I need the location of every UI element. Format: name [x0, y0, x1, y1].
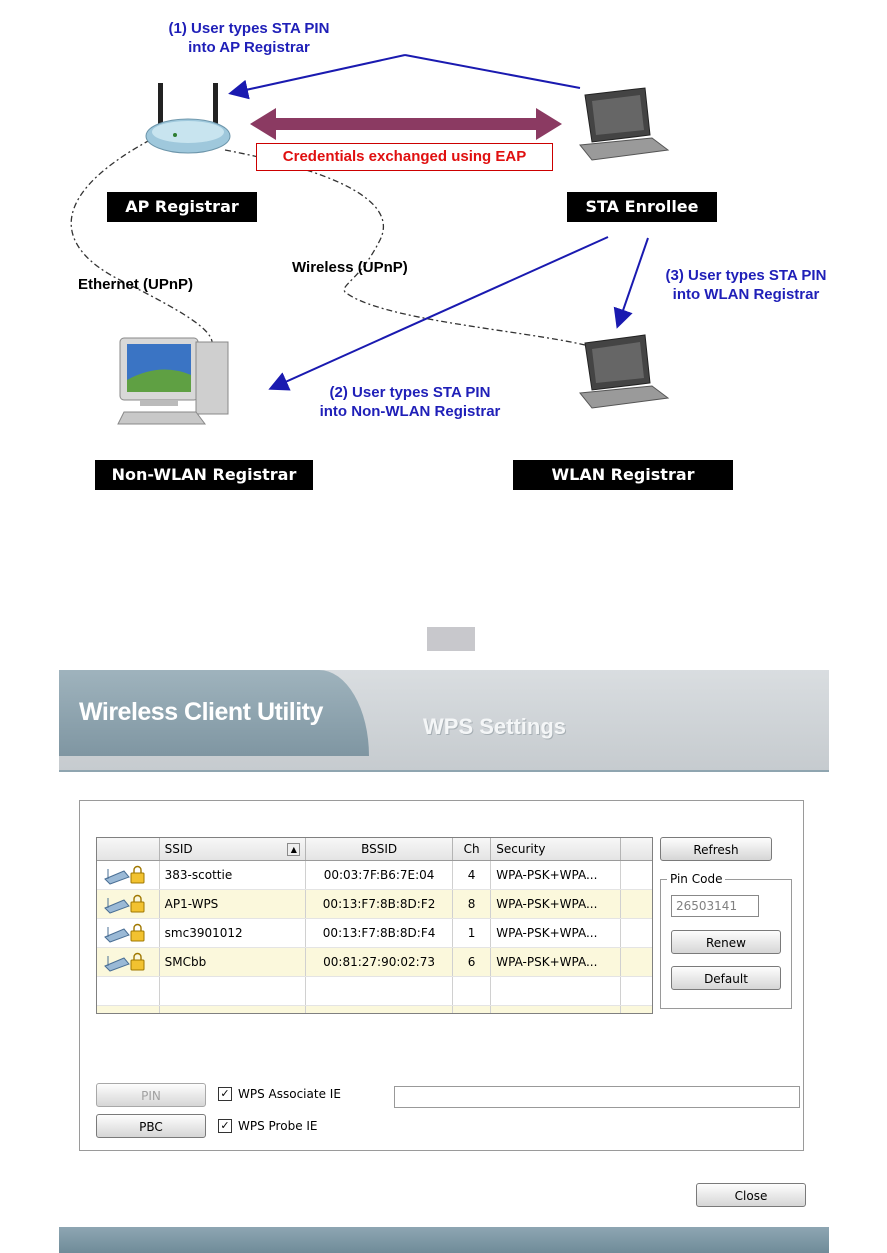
wps-associate-ie-label: WPS Associate IE — [238, 1087, 341, 1101]
laptop-wlan-registrar-icon — [579, 334, 670, 409]
ssid-cell: AP1-WPS — [159, 889, 307, 919]
security-header-label: Security — [496, 842, 546, 856]
ssid-header-label: SSID — [164, 842, 193, 856]
wireless-link-ap — [224, 149, 586, 346]
bssid-cell: 00:03:7F:B6:7E:04 — [305, 860, 453, 890]
channel-cell: 4 — [452, 860, 492, 890]
ssid-cell: 383-scottie — [159, 860, 307, 890]
arrow-step2 — [268, 236, 609, 391]
pin-button[interactable]: PIN — [96, 1083, 206, 1107]
security-cell: WPA-PSK+WPA... — [490, 918, 622, 948]
ch-column-header[interactable]: Ch — [452, 838, 492, 861]
bssid-cell: 00:81:27:90:02:73 — [305, 947, 453, 977]
ch-header-label: Ch — [463, 842, 480, 856]
bssid-header-label: BSSID — [361, 842, 398, 856]
table-header-row: SSID ▲ BSSID Ch Security — [97, 838, 652, 861]
arrow-step1-a — [404, 54, 581, 89]
icon-column-header[interactable] — [97, 838, 160, 861]
title-tab — [59, 670, 369, 756]
table-row-empty — [97, 1005, 652, 1013]
pin-code-field[interactable] — [671, 895, 759, 917]
sta-enrollee-badge: STA Enrollee — [567, 192, 717, 222]
eap-label: Credentials exchanged using EAP — [256, 143, 553, 171]
pbc-button[interactable]: PBC — [96, 1114, 206, 1138]
window-footer — [59, 1227, 829, 1253]
network-table: SSID ▲ BSSID Ch Security — [96, 837, 653, 1014]
ap-registrar-badge: AP Registrar — [107, 192, 257, 222]
window-header: Wireless Client Utility WPS Settings — [59, 670, 829, 772]
channel-cell: 1 — [452, 918, 492, 948]
ssid-cell: SMCbb — [159, 947, 307, 977]
bssid-cell: 00:13:F7:8B:8D:F4 — [305, 918, 453, 948]
arrow-step1-b — [228, 54, 406, 100]
app-title: Wireless Client Utility — [79, 698, 323, 726]
channel-cell: 6 — [452, 947, 492, 977]
pin-code-legend: Pin Code — [667, 872, 726, 886]
wps-diagram: (1) User types STA PIN into AP Registrar… — [0, 0, 887, 520]
bssid-column-header[interactable]: BSSID — [305, 838, 453, 861]
diagram-lines — [70, 54, 670, 425]
bssid-cell: 00:13:F7:8B:8D:F2 — [305, 889, 453, 919]
page-title: WPS Settings — [423, 714, 567, 739]
wireless-client-utility-window: Wireless Client Utility WPS Settings SSI… — [59, 670, 829, 1253]
table-row[interactable]: smc3901012 00:13:F7:8B:8D:F4 1 WPA-PSK+W… — [97, 918, 652, 948]
security-cell: WPA-PSK+WPA... — [490, 889, 622, 919]
refresh-button[interactable]: Refresh — [660, 837, 772, 861]
network-secure-icon — [104, 952, 145, 972]
table-row-empty — [97, 976, 652, 1006]
table-row[interactable]: 383-scottie 00:03:7F:B6:7E:04 4 WPA-PSK+… — [97, 860, 652, 890]
default-button[interactable]: Default — [671, 966, 781, 990]
wireless-label: Wireless (UPnP) — [292, 259, 408, 276]
table-row[interactable]: SMCbb 00:81:27:90:02:73 6 WPA-PSK+WPA... — [97, 947, 652, 977]
table-row[interactable]: AP1-WPS 00:13:F7:8B:8D:F2 8 WPA-PSK+WPA.… — [97, 889, 652, 919]
non-wlan-registrar-badge: Non-WLAN Registrar — [95, 460, 313, 490]
step1-label: (1) User types STA PIN into AP Registrar — [168, 20, 330, 56]
close-button[interactable]: Close — [696, 1183, 806, 1207]
checkbox-check-icon[interactable]: ✓ — [218, 1087, 232, 1101]
step3-label: (3) User types STA PIN into WLAN Registr… — [665, 267, 827, 303]
pin-code-group: Pin Code Renew Default — [660, 872, 792, 1009]
step2-label: (2) User types STA PIN into Non-WLAN Reg… — [319, 384, 501, 420]
ethernet-label: Ethernet (UPnP) — [78, 276, 194, 293]
security-column-header[interactable]: Security — [490, 838, 622, 861]
ethernet-link — [70, 139, 213, 346]
checkbox-check-icon[interactable]: ✓ — [218, 1119, 232, 1133]
laptop-enrollee-icon — [579, 87, 670, 161]
channel-cell: 8 — [452, 889, 492, 919]
wps-settings-panel: SSID ▲ BSSID Ch Security — [79, 800, 804, 1151]
access-point-icon — [145, 83, 231, 154]
eap-double-arrow — [250, 108, 562, 140]
wps-associate-ie-checkbox[interactable]: ✓ WPS Associate IE — [218, 1087, 341, 1101]
network-secure-icon — [104, 894, 145, 914]
status-field — [394, 1086, 800, 1108]
ssid-column-header[interactable]: SSID ▲ — [159, 838, 307, 861]
separator-block — [427, 627, 475, 651]
ssid-cell: smc3901012 — [159, 918, 307, 948]
security-cell: WPA-PSK+WPA... — [490, 947, 622, 977]
sort-icon[interactable]: ▲ — [287, 843, 301, 856]
network-secure-icon — [104, 865, 145, 885]
spare-column-header — [620, 838, 652, 861]
renew-button[interactable]: Renew — [671, 930, 781, 954]
wlan-registrar-badge: WLAN Registrar — [513, 460, 733, 490]
wps-probe-ie-label: WPS Probe IE — [238, 1119, 318, 1133]
desktop-pc-icon — [117, 337, 229, 425]
security-cell: WPA-PSK+WPA... — [490, 860, 622, 890]
arrow-step3 — [613, 237, 649, 329]
network-secure-icon — [104, 923, 145, 943]
wps-probe-ie-checkbox[interactable]: ✓ WPS Probe IE — [218, 1119, 318, 1133]
